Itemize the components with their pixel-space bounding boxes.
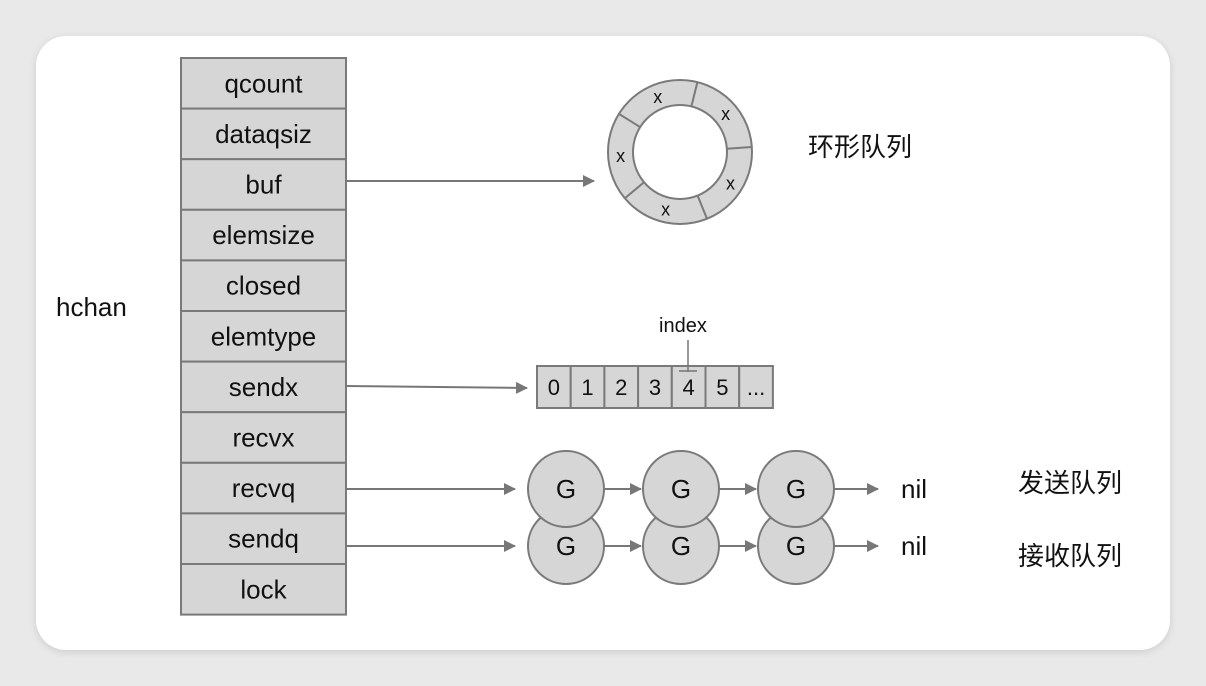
queue-label-2: 接收队列 — [1018, 541, 1122, 571]
queue-tail-nil: nil — [901, 531, 927, 561]
ring-band — [608, 80, 752, 224]
field-label-elemsize: elemsize — [212, 220, 315, 250]
ring-cell: x — [721, 104, 730, 124]
goroutine-label: G — [556, 474, 576, 504]
struct-label: hchan — [56, 292, 127, 322]
ring-cell: x — [726, 174, 735, 194]
field-buf — [180, 158, 347, 211]
field-recvx — [180, 411, 347, 464]
ring-divider — [690, 81, 699, 107]
array-cell — [603, 365, 640, 409]
ring-inner — [632, 104, 728, 200]
index-label: index — [659, 315, 707, 337]
array-cell — [569, 365, 606, 409]
array-cell-label: 4 — [683, 375, 695, 400]
ring-cell: x — [661, 200, 670, 220]
array-cell-label: 0 — [548, 375, 560, 400]
ring-divider — [696, 195, 708, 220]
ring-cell: x — [616, 146, 625, 166]
goroutine-label: G — [786, 531, 806, 561]
ring-divider — [726, 145, 752, 150]
field-label-dataqsiz: dataqsiz — [215, 119, 312, 149]
field-sendq — [180, 512, 347, 566]
field-recvq — [180, 461, 347, 515]
field-label-qcount: qcount — [224, 68, 303, 98]
field-label-recvx: recvx — [232, 423, 294, 453]
array-cell — [637, 365, 673, 409]
queue-label-1: 发送队列 — [1018, 468, 1122, 498]
field-label-elemtype: elemtype — [211, 321, 317, 351]
array-cell — [738, 365, 774, 409]
array-cell-label: 3 — [649, 375, 661, 400]
ring-label: 环形队列 — [808, 132, 912, 162]
sendx-arrow — [345, 381, 528, 394]
goroutine-label: G — [671, 474, 691, 504]
field-lock — [180, 563, 347, 616]
field-label-buf: buf — [245, 170, 282, 200]
field-label-lock: lock — [240, 574, 287, 604]
ring-cell: x — [653, 87, 662, 107]
goroutine-label: G — [786, 474, 806, 504]
goroutine-label: G — [671, 531, 691, 561]
queue-tail-nil: nil — [901, 474, 927, 504]
field-qcount — [180, 57, 347, 110]
field-label-sendx: sendx — [229, 372, 298, 402]
array-cell-label: 2 — [615, 375, 627, 400]
ring-buffer: x x x x x — [607, 79, 753, 225]
struct-fields: qcount dataqsiz buf elemsize closed elemtype s… — [180, 57, 347, 616]
array-cell — [536, 365, 572, 409]
goroutine-label: G — [556, 531, 576, 561]
field-label-closed: closed — [226, 271, 301, 301]
array-cell-label: ... — [747, 375, 765, 400]
array-cell-label: 1 — [581, 375, 593, 400]
ring-outer — [607, 79, 753, 225]
array-cell-label: 5 — [716, 375, 728, 400]
ring-divider — [624, 181, 645, 200]
field-label-recvq: recvq — [232, 473, 296, 503]
field-dataqsiz — [180, 107, 347, 161]
field-label-sendq: sendq — [228, 524, 299, 554]
ring-divider — [618, 112, 641, 128]
